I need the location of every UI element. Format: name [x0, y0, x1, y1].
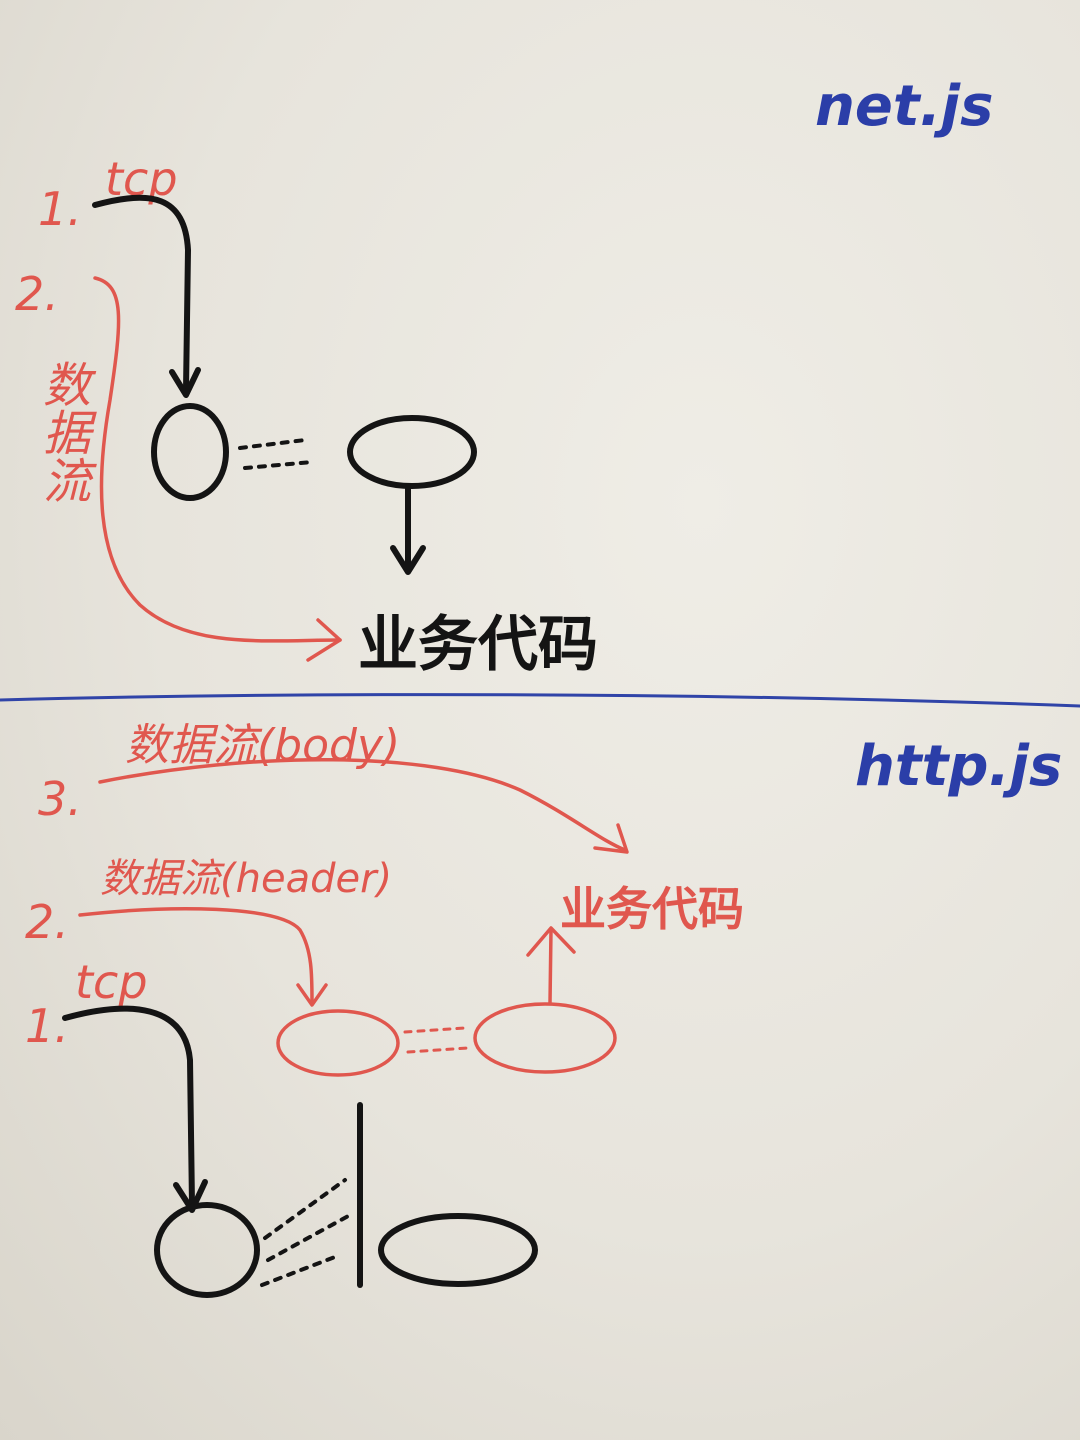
http-tcp-arrow [62, 1005, 195, 1208]
http-object-connection [403, 1026, 470, 1054]
http-step1-number: 1. [25, 999, 69, 1053]
net-section-title: net.js [815, 74, 993, 139]
arrow-up-icon [526, 926, 576, 957]
http-section-title: http.js [855, 734, 1062, 799]
net-stream-arrow [93, 276, 342, 643]
net-step1-number: 1. [38, 182, 82, 236]
http-step2-label: 数据流(header) [100, 856, 392, 902]
net-step2-number: 2. [15, 267, 59, 321]
http-request-object [276, 1009, 400, 1077]
arrow-down-icon [390, 545, 426, 575]
net-tcp-arrow [92, 194, 191, 393]
http-step3-number: 3. [38, 772, 82, 826]
http-server-socket [378, 1213, 538, 1287]
http-socket-connection [260, 1178, 352, 1287]
http-body-arrow [98, 757, 627, 852]
net-client-socket [151, 403, 229, 501]
net-socket-connection [238, 438, 314, 470]
http-up-arrow [548, 928, 553, 1005]
http-step1-label: tcp [75, 955, 148, 1009]
section-divider [0, 693, 1080, 708]
http-client-socket [154, 1202, 260, 1298]
http-step3-label: 数据流(body) [125, 720, 400, 771]
arrow-right-icon [593, 823, 629, 854]
arrow-right-icon [306, 618, 342, 662]
http-business-code: 业务代码 [560, 882, 744, 936]
arrow-down-icon [169, 367, 201, 398]
net-step2-label: 数据流 [34, 360, 90, 504]
arrow-down-icon [296, 983, 328, 1007]
net-server-socket [347, 415, 477, 489]
http-step2-number: 2. [25, 895, 69, 949]
http-response-object [473, 1002, 617, 1074]
net-business-code: 业务代码 [358, 610, 598, 680]
http-header-arrow [78, 907, 314, 1004]
